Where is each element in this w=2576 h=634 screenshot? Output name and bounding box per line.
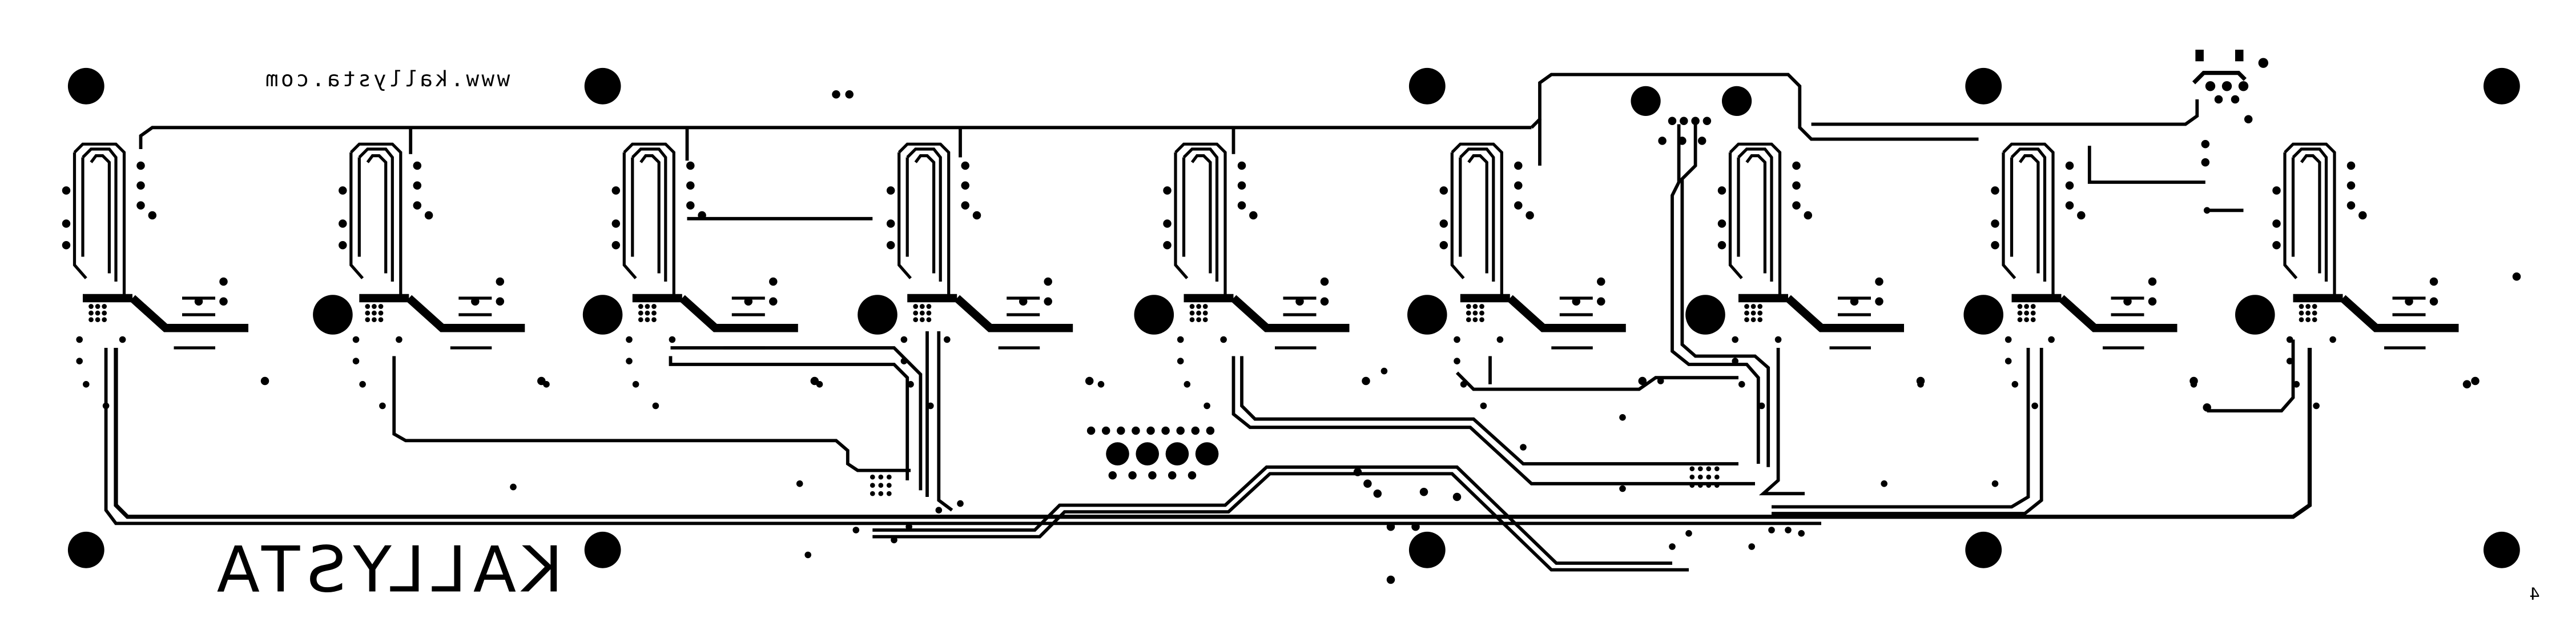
trace: [392, 356, 911, 472]
channel-module: [611, 142, 819, 410]
mounting-hole: [1631, 86, 1661, 116]
trace: [669, 356, 909, 481]
mounting-hole: [2484, 67, 2520, 105]
trace: [1758, 348, 1805, 496]
mounting-pad: [1136, 442, 1160, 466]
top-bus-trace: [1811, 99, 2199, 126]
connector-pin: [2201, 158, 2210, 167]
via-field: [510, 90, 2521, 584]
channel-module: [339, 142, 546, 410]
connector-pin: [2258, 58, 2269, 68]
url-silkscreen: www.kallysta.com: [263, 66, 510, 91]
long-return-trace: [104, 348, 1822, 525]
trace: [872, 472, 1689, 572]
mounting-hole: [1722, 86, 1752, 116]
channel-module: [1163, 142, 1370, 410]
mounting-pad: [1106, 442, 1129, 466]
mounting-hole: [313, 295, 353, 335]
logo-text: KALLYSTA: [210, 533, 563, 606]
connector-pin: [2238, 81, 2249, 91]
mounting-hole: [1965, 67, 2002, 105]
trace: [1231, 356, 1756, 485]
trace: [1772, 348, 2043, 515]
channel-module: [62, 142, 269, 410]
trace: [1680, 124, 1770, 467]
top-bus-trace: [139, 126, 1532, 150]
mounting-hole: [1134, 295, 1174, 335]
mounting-hole: [584, 67, 621, 105]
mounting-hole: [858, 295, 897, 335]
trace: [2087, 146, 2205, 184]
trace: [872, 465, 1673, 565]
mounting-pad: [1165, 442, 1189, 466]
mounting-hole: [2235, 295, 2275, 335]
mounting-hole: [1407, 295, 1447, 335]
trace: [1671, 124, 1760, 464]
trace: [1455, 371, 1739, 391]
channel-module: [1991, 142, 2198, 410]
trace: [1772, 348, 2030, 509]
long-return-trace: [114, 348, 2312, 519]
channel-module: [886, 142, 1094, 410]
connector-pin: [2221, 81, 2232, 91]
top-bus-trace: [1530, 73, 1979, 141]
trace: [937, 331, 953, 512]
connector-pin: [2231, 95, 2240, 104]
channel-module: [2272, 142, 2480, 410]
channel-modules: [62, 142, 2480, 410]
mounting-hole: [1963, 295, 2003, 335]
mounting-hole: [584, 531, 621, 568]
connector-pad: [2195, 50, 2204, 62]
layer-number-silkscreen: 4: [2529, 584, 2539, 604]
mounting-holes: [67, 67, 2520, 568]
channel-module: [1439, 142, 1647, 410]
channel-module: [1717, 142, 1925, 410]
trace: [2207, 339, 2295, 413]
url-text: www.kallysta.com: [263, 66, 510, 91]
logo-silkscreen: KALLYSTA: [210, 533, 563, 606]
mounting-hole: [1685, 295, 1725, 335]
connector-pin: [2201, 140, 2210, 149]
mounting-hole: [67, 67, 104, 105]
layer-number: 4: [2529, 584, 2539, 604]
mounting-hole: [1965, 531, 2002, 568]
mounting-pad: [1195, 442, 1219, 466]
connector-pin: [2244, 115, 2253, 124]
mounting-hole: [2484, 531, 2520, 568]
mounting-hole: [1408, 67, 1446, 105]
connector-pin: [2205, 81, 2216, 91]
mounting-hole: [67, 531, 104, 568]
connector-footprint: [2195, 50, 2269, 167]
connector-trace: [2192, 70, 2247, 85]
connector-pad: [2235, 50, 2244, 62]
bus-traces: [104, 73, 2312, 572]
mounting-hole: [582, 295, 623, 335]
connector-pin: [2214, 95, 2223, 104]
trace: [1240, 356, 1739, 466]
mounting-hole: [1408, 531, 1446, 568]
